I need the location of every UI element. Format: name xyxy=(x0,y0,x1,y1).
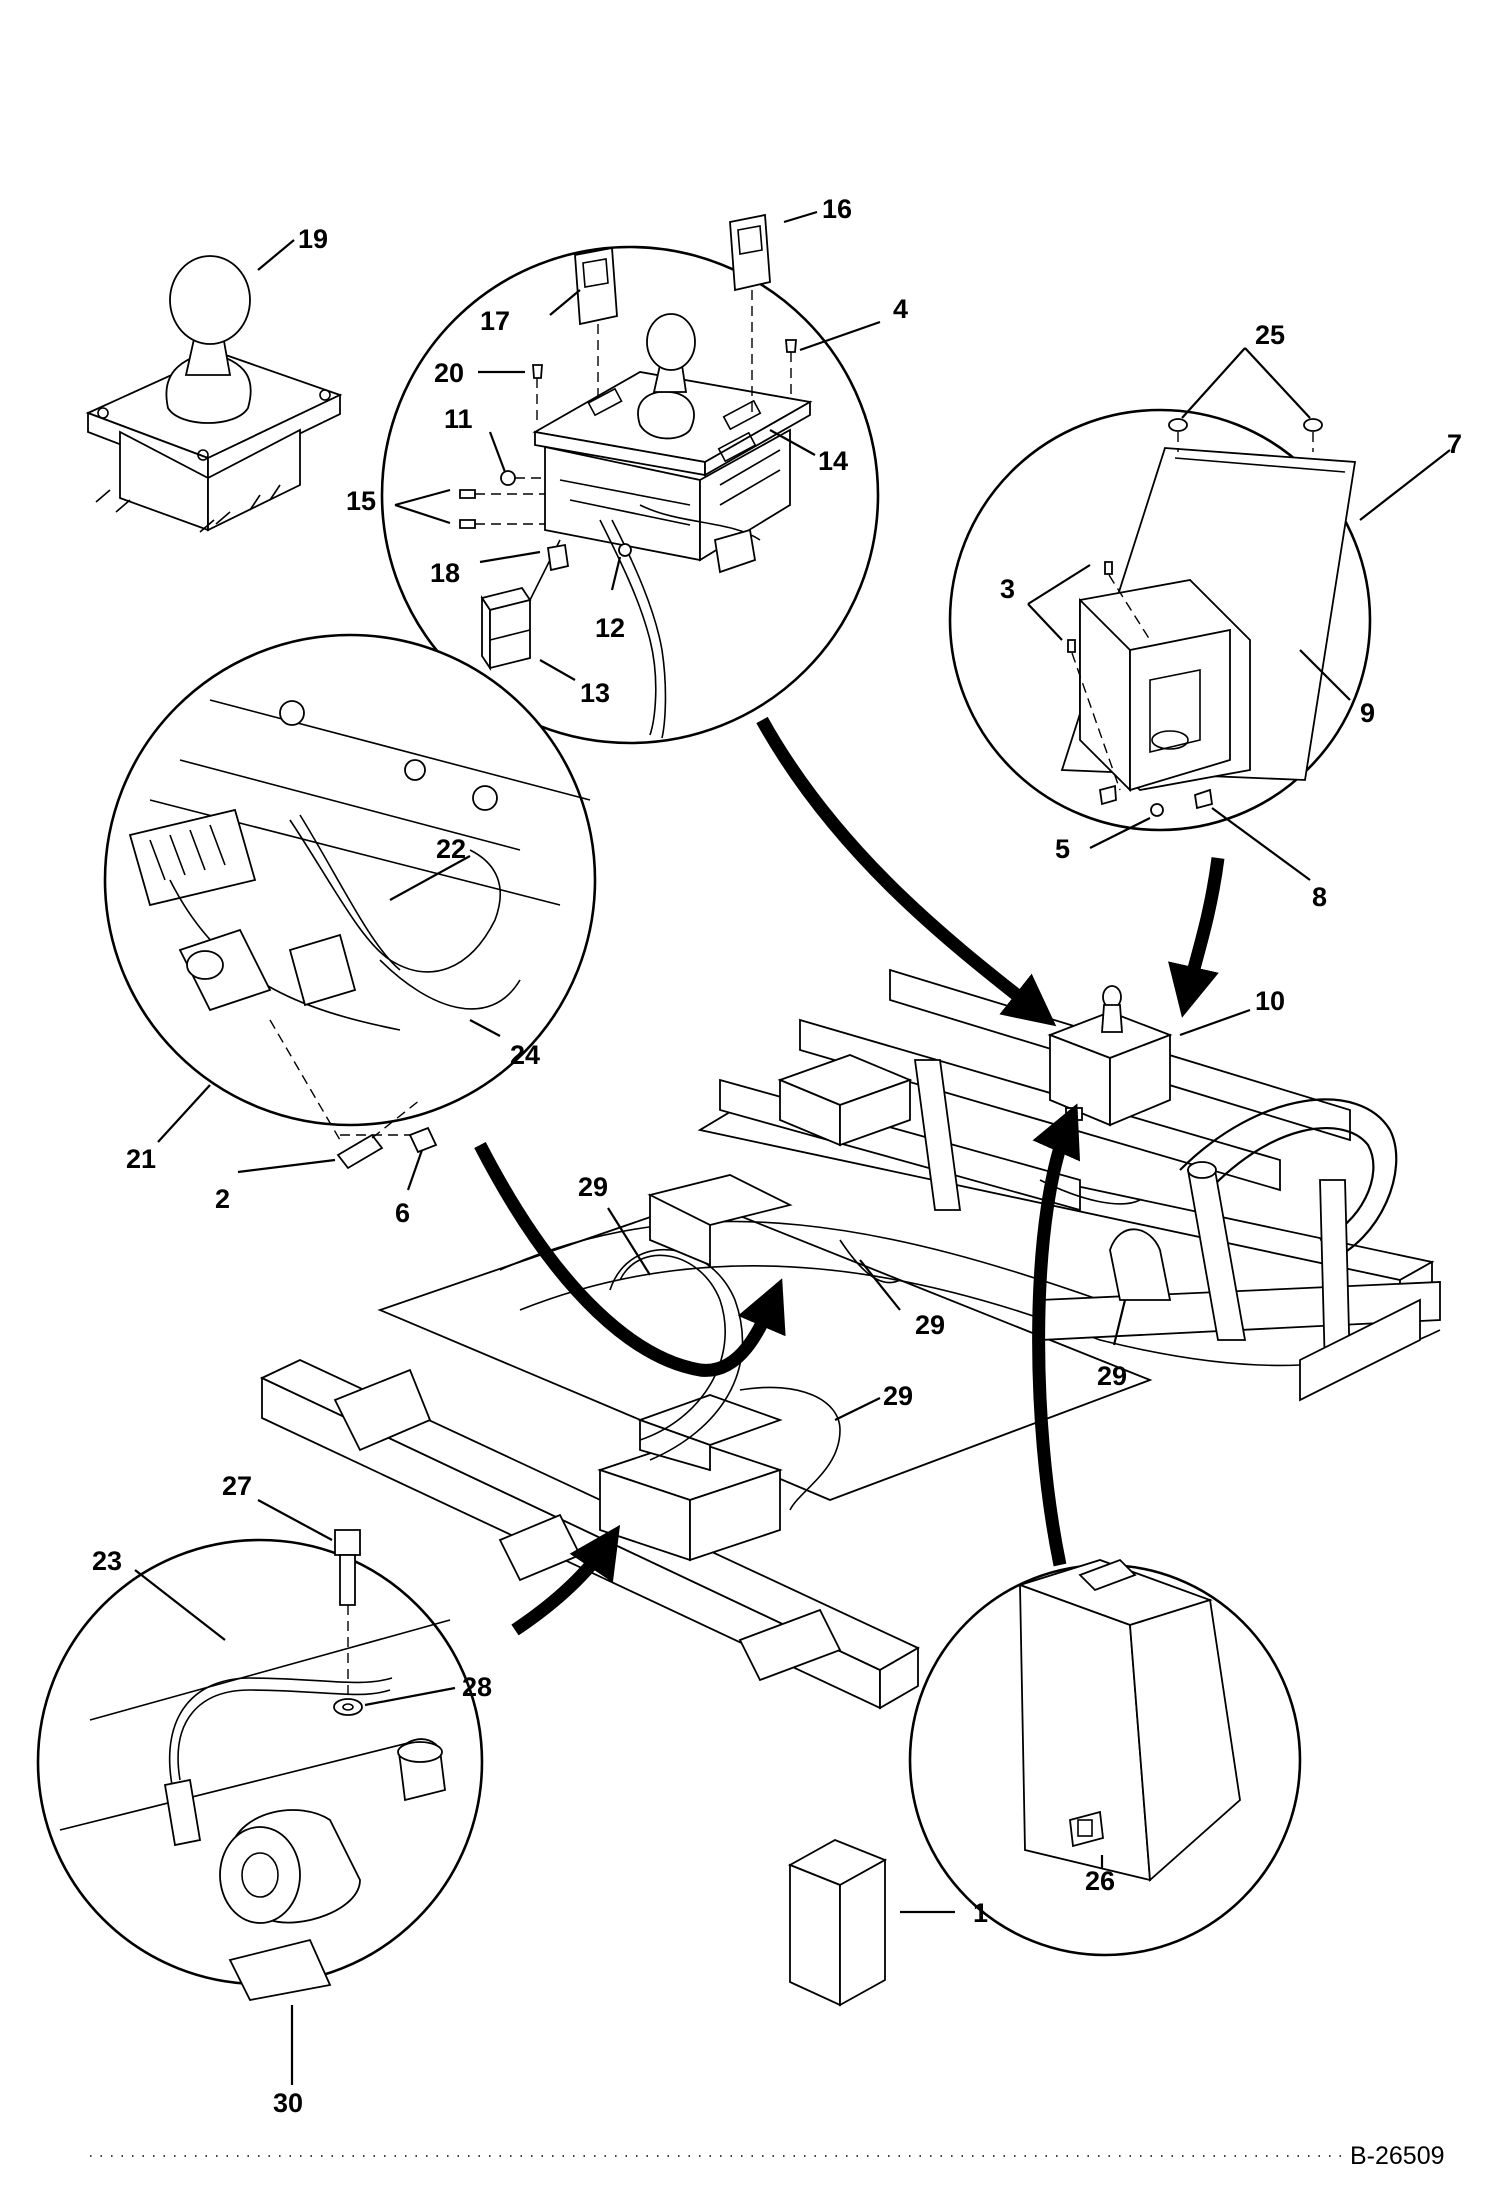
callout-27: 27 xyxy=(222,1471,252,1501)
connector-arrows xyxy=(474,716,1225,1636)
detail-circle-wiring-mount xyxy=(103,633,597,1170)
callout-28: 28 xyxy=(462,1672,492,1702)
callout-29-top: 29 xyxy=(578,1172,608,1202)
callout-26: 26 xyxy=(1085,1866,1115,1896)
callout-3: 3 xyxy=(1000,574,1015,604)
leader-lines xyxy=(134,210,1451,2085)
detail-circle-mount-bracket xyxy=(948,408,1372,832)
callout-5: 5 xyxy=(1055,834,1070,864)
detail-circle-switch-box xyxy=(908,1558,1302,1957)
callout-4: 4 xyxy=(893,294,908,324)
callout-17: 17 xyxy=(480,306,510,336)
callout-19: 19 xyxy=(298,224,328,254)
part-1-box xyxy=(787,1839,888,2007)
callout-22: 22 xyxy=(436,834,466,864)
callout-13: 13 xyxy=(580,678,610,708)
detail-circle-solenoid xyxy=(36,1529,484,2002)
callout-18: 18 xyxy=(430,558,460,588)
callout-29-lower: 29 xyxy=(883,1381,913,1411)
callout-10: 10 xyxy=(1255,986,1285,1016)
callout-6: 6 xyxy=(395,1198,410,1228)
callout-labels: 19 16 17 4 20 11 14 15 18 12 13 25 7 3 9… xyxy=(92,194,1462,2118)
callout-12: 12 xyxy=(595,613,625,643)
figure-id: B-26509 xyxy=(1350,2142,1445,2170)
callout-8: 8 xyxy=(1312,882,1327,912)
callout-23: 23 xyxy=(92,1546,122,1576)
callout-21: 21 xyxy=(126,1144,156,1174)
callout-16: 16 xyxy=(822,194,852,224)
callout-25: 25 xyxy=(1255,320,1285,350)
callout-2: 2 xyxy=(215,1184,230,1214)
callout-11: 11 xyxy=(444,404,473,434)
callout-29-center: 29 xyxy=(915,1310,945,1340)
callout-15: 15 xyxy=(346,486,376,516)
callout-14: 14 xyxy=(818,446,848,476)
footer: B-26509 xyxy=(90,2142,1445,2170)
main-frame-assembly xyxy=(259,968,1441,1710)
callout-20: 20 xyxy=(434,358,464,388)
callout-1: 1 xyxy=(973,1898,988,1928)
callout-9: 9 xyxy=(1360,698,1375,728)
joystick-part-19 xyxy=(85,255,343,533)
callout-7: 7 xyxy=(1447,429,1462,459)
callout-24: 24 xyxy=(510,1040,540,1070)
callout-30: 30 xyxy=(273,2088,303,2118)
callout-29-right: 29 xyxy=(1097,1361,1127,1391)
